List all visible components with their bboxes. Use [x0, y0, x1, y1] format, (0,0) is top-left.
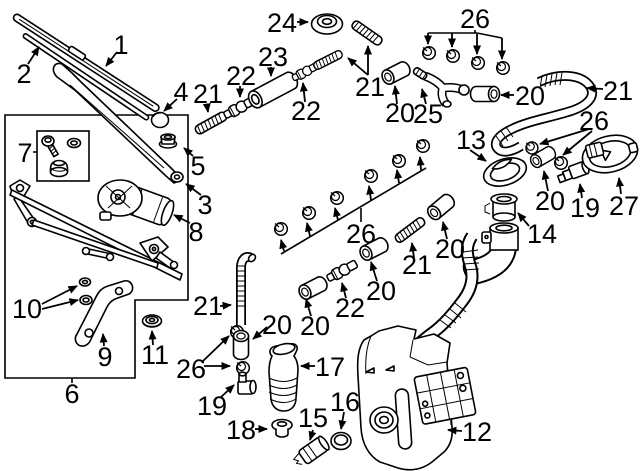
part-level-sensor-15 [292, 435, 330, 465]
callout-21a: 21 [193, 79, 223, 109]
hose-clips-top-group [421, 45, 511, 76]
part-wiper-arm [52, 62, 184, 184]
part-connector-22c [324, 257, 360, 285]
part-check-valve-19b [237, 371, 257, 395]
part-bushing-20d [232, 329, 250, 361]
inset-box-7 [36, 130, 90, 182]
callout-15: 15 [298, 403, 328, 433]
leader-arrows [27, 18, 625, 441]
part-washer-pump-17 [268, 342, 299, 412]
callout-26c: 26 [176, 354, 206, 384]
callout-11: 11 [141, 340, 169, 370]
group-box-6-frame [4, 114, 189, 379]
part-bushing-20f [295, 273, 331, 303]
callout-4: 4 [173, 77, 188, 107]
part-wiper-blade [12, 13, 160, 113]
part-washer [66, 137, 82, 149]
callout-13: 13 [456, 125, 486, 155]
part-mount-bracket-9 [74, 280, 134, 347]
bracket-lines [33, 30, 503, 383]
part-hose-21d [236, 252, 257, 325]
callout-22b: 22 [291, 96, 321, 126]
part-hose-tube-21e [392, 215, 428, 245]
callout-19b: 19 [197, 391, 227, 421]
callout-8: 8 [188, 217, 203, 247]
callout-18: 18 [226, 415, 256, 445]
part-hose-seg-21b [311, 48, 345, 72]
callout-10: 10 [12, 294, 42, 324]
part-bushing-20g [424, 191, 458, 223]
callout-19a: 19 [570, 193, 600, 223]
callout-22a: 22 [226, 61, 256, 91]
callout-16: 16 [330, 387, 360, 417]
callout-9: 9 [97, 342, 112, 372]
callout-20a: 20 [385, 98, 415, 128]
callout-26a: 26 [460, 4, 490, 34]
part-washer-reservoir-12 [356, 325, 477, 471]
callout-7: 7 [17, 138, 32, 168]
part-seal-ring-16 [330, 431, 352, 451]
part-hose-rod-21a [193, 110, 229, 136]
part-bushing-20b [469, 85, 501, 103]
callout-23: 23 [258, 42, 288, 72]
part-wiper-linkage [9, 179, 183, 281]
callout-20e: 20 [262, 310, 292, 340]
callout-labels: 1 2 3 4 5 6 7 8 9 10 11 12 13 14 15 16 1… [12, 4, 639, 447]
callout-21b: 21 [355, 72, 385, 102]
part-grommet-11 [141, 314, 163, 328]
part-filler-tube-14 [484, 193, 518, 222]
part-grommet-18 [271, 418, 293, 438]
callout-22c: 22 [335, 293, 365, 323]
callout-12: 12 [462, 417, 492, 447]
callout-20f: 20 [366, 276, 396, 306]
callout-25: 25 [413, 99, 443, 129]
part-tube-23 [247, 71, 299, 109]
part-reservoir-cap-13 [482, 157, 528, 187]
part-stud-21b [349, 18, 385, 48]
part-wiper-blade-insert [22, 33, 150, 121]
callout-21e: 21 [402, 250, 432, 280]
callout-3: 3 [197, 190, 212, 220]
callout-14: 14 [527, 219, 557, 249]
callout-2: 2 [16, 59, 31, 89]
part-pivot-stud [41, 135, 59, 158]
callout-24: 24 [267, 8, 297, 38]
callout-20g: 20 [300, 311, 330, 341]
callout-27: 27 [609, 191, 639, 221]
part-pump-27 [581, 134, 639, 174]
callout-6: 6 [64, 379, 79, 409]
callout-20d: 20 [435, 234, 465, 264]
part-hose-21c [490, 71, 598, 157]
callout-26d: 26 [346, 219, 376, 249]
part-pivot-cap-stack [49, 159, 69, 178]
part-check-valve-19a [556, 160, 590, 184]
callout-21c: 21 [603, 76, 633, 106]
part-y-connector-25 [412, 67, 470, 108]
part-pivot-nut-5 [158, 133, 178, 149]
part-wiper-motor [97, 179, 175, 227]
callout-1: 1 [113, 30, 128, 60]
part-pivot-cap-4 [150, 111, 170, 129]
callout-20b: 20 [515, 81, 545, 111]
callout-20c: 20 [535, 186, 565, 216]
clip-trail-line [280, 167, 427, 255]
callout-21d: 21 [193, 291, 223, 321]
callout-17: 17 [315, 352, 345, 382]
part-grommet-pair-10 [78, 277, 93, 306]
part-grommet-24 [310, 13, 344, 35]
callout-5: 5 [190, 151, 205, 181]
callout-26b: 26 [579, 106, 609, 136]
